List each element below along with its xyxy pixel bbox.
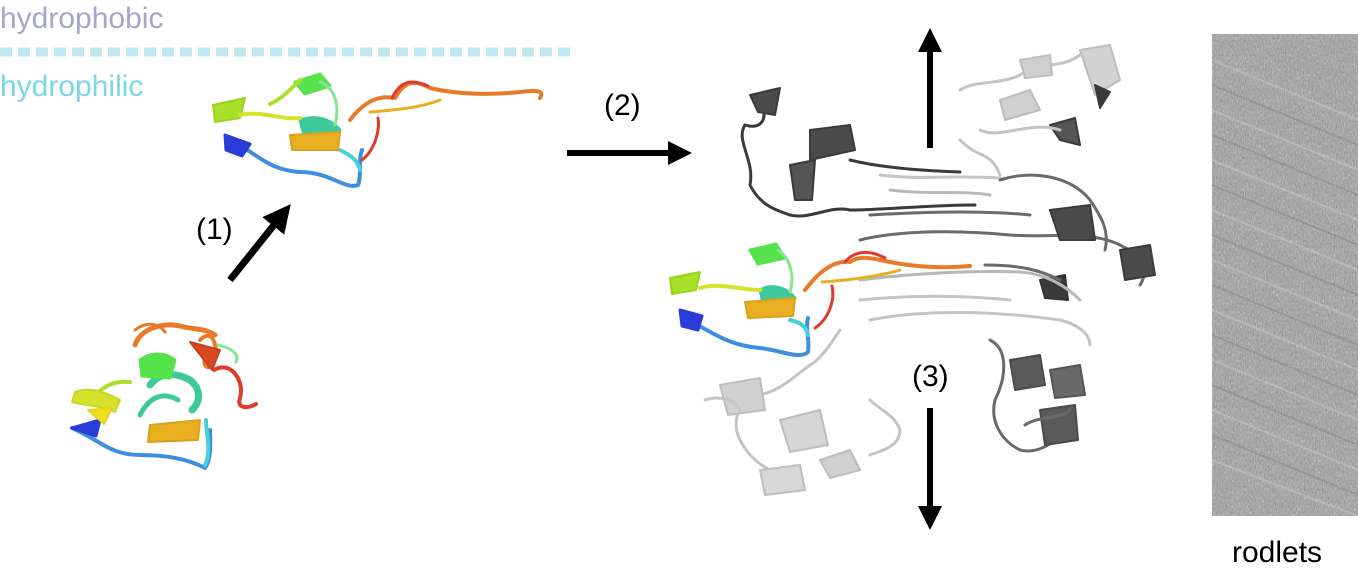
step2-label: (2): [604, 89, 641, 122]
step3-label: (3): [912, 360, 949, 393]
hydrophilic-label: hydrophilic: [0, 70, 144, 103]
hydrophobic-label: hydrophobic: [0, 2, 164, 35]
arrow-step1: [227, 204, 291, 283]
assembling-protein-cluster: [669, 44, 1156, 496]
rodlets-caption: rodlets: [1232, 536, 1323, 569]
step1-label: (1): [196, 213, 233, 246]
interface-hydrophobin-protein: [212, 72, 544, 188]
rodlets-micrograph: [1211, 34, 1358, 517]
folded-hydrophobin-protein: [70, 322, 258, 470]
